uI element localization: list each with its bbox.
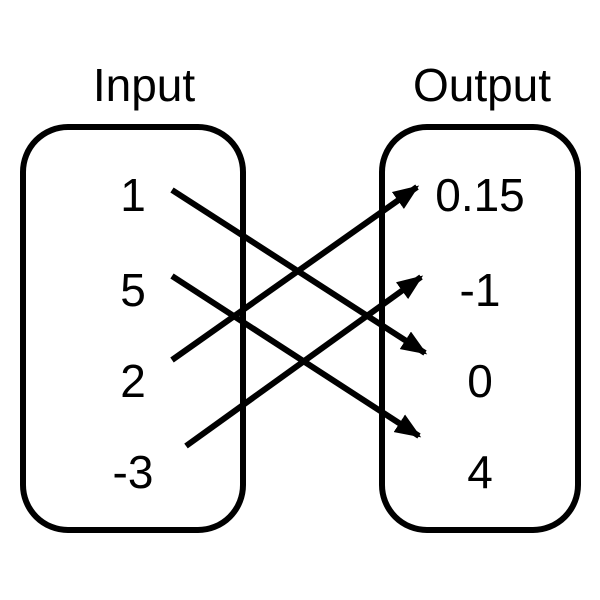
output-set-header: Output <box>412 59 552 111</box>
input-set-header: Input <box>92 59 196 111</box>
output-item-4: 4 <box>467 446 493 498</box>
input-item-5: 5 <box>120 264 146 316</box>
output-item-neg1: -1 <box>459 264 501 316</box>
input-item-2: 2 <box>120 355 146 407</box>
output-item-0: 0 <box>467 355 493 407</box>
input-item-1: 1 <box>120 169 146 221</box>
input-item-neg3: -3 <box>112 446 154 498</box>
output-item-0p15: 0.15 <box>435 169 525 221</box>
